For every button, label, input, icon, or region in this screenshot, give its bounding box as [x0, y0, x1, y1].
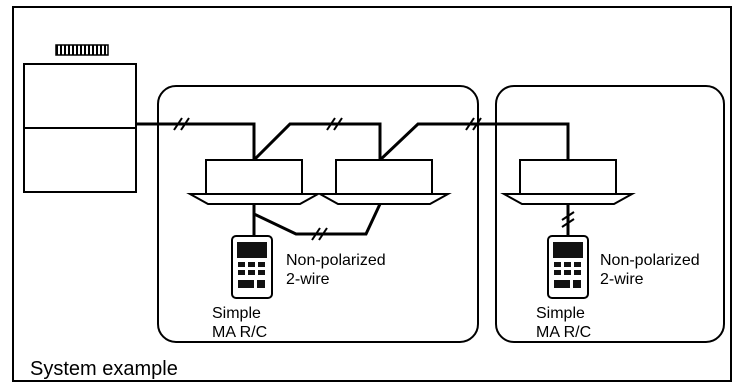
indoor-unit	[316, 159, 452, 205]
indoor-unit	[500, 159, 636, 205]
wiring-label-line-2: 2-wire	[286, 271, 330, 288]
diagram-caption: System example	[30, 358, 178, 380]
remote-label-line-1: Simple	[212, 305, 261, 322]
transmission-line	[136, 122, 570, 162]
remote-controller	[231, 235, 273, 299]
remote-label-line-2: MA R/C	[212, 324, 268, 341]
indoor-unit	[186, 159, 322, 205]
wiring-label-line-2: 2-wire	[600, 271, 644, 288]
remote-controller	[547, 235, 589, 299]
wiring-label-line-1: Non-polarized	[286, 252, 386, 269]
indoor-group-2-boundary	[495, 85, 725, 343]
remote-controller-wiring	[252, 203, 570, 236]
wiring-label: Non-polarized 2-wire	[286, 251, 386, 289]
indoor-group-1-boundary	[157, 85, 479, 343]
remote-label: Simple MA R/C	[212, 304, 267, 342]
remote-label: Simple MA R/C	[536, 304, 591, 342]
wiring-label-line-1: Non-polarized	[600, 252, 700, 269]
remote-label-line-2: MA R/C	[536, 324, 592, 341]
wiring-label: Non-polarized 2-wire	[600, 251, 700, 289]
outdoor-unit	[23, 44, 137, 193]
remote-label-line-1: Simple	[536, 305, 585, 322]
diagram-frame	[12, 6, 732, 382]
